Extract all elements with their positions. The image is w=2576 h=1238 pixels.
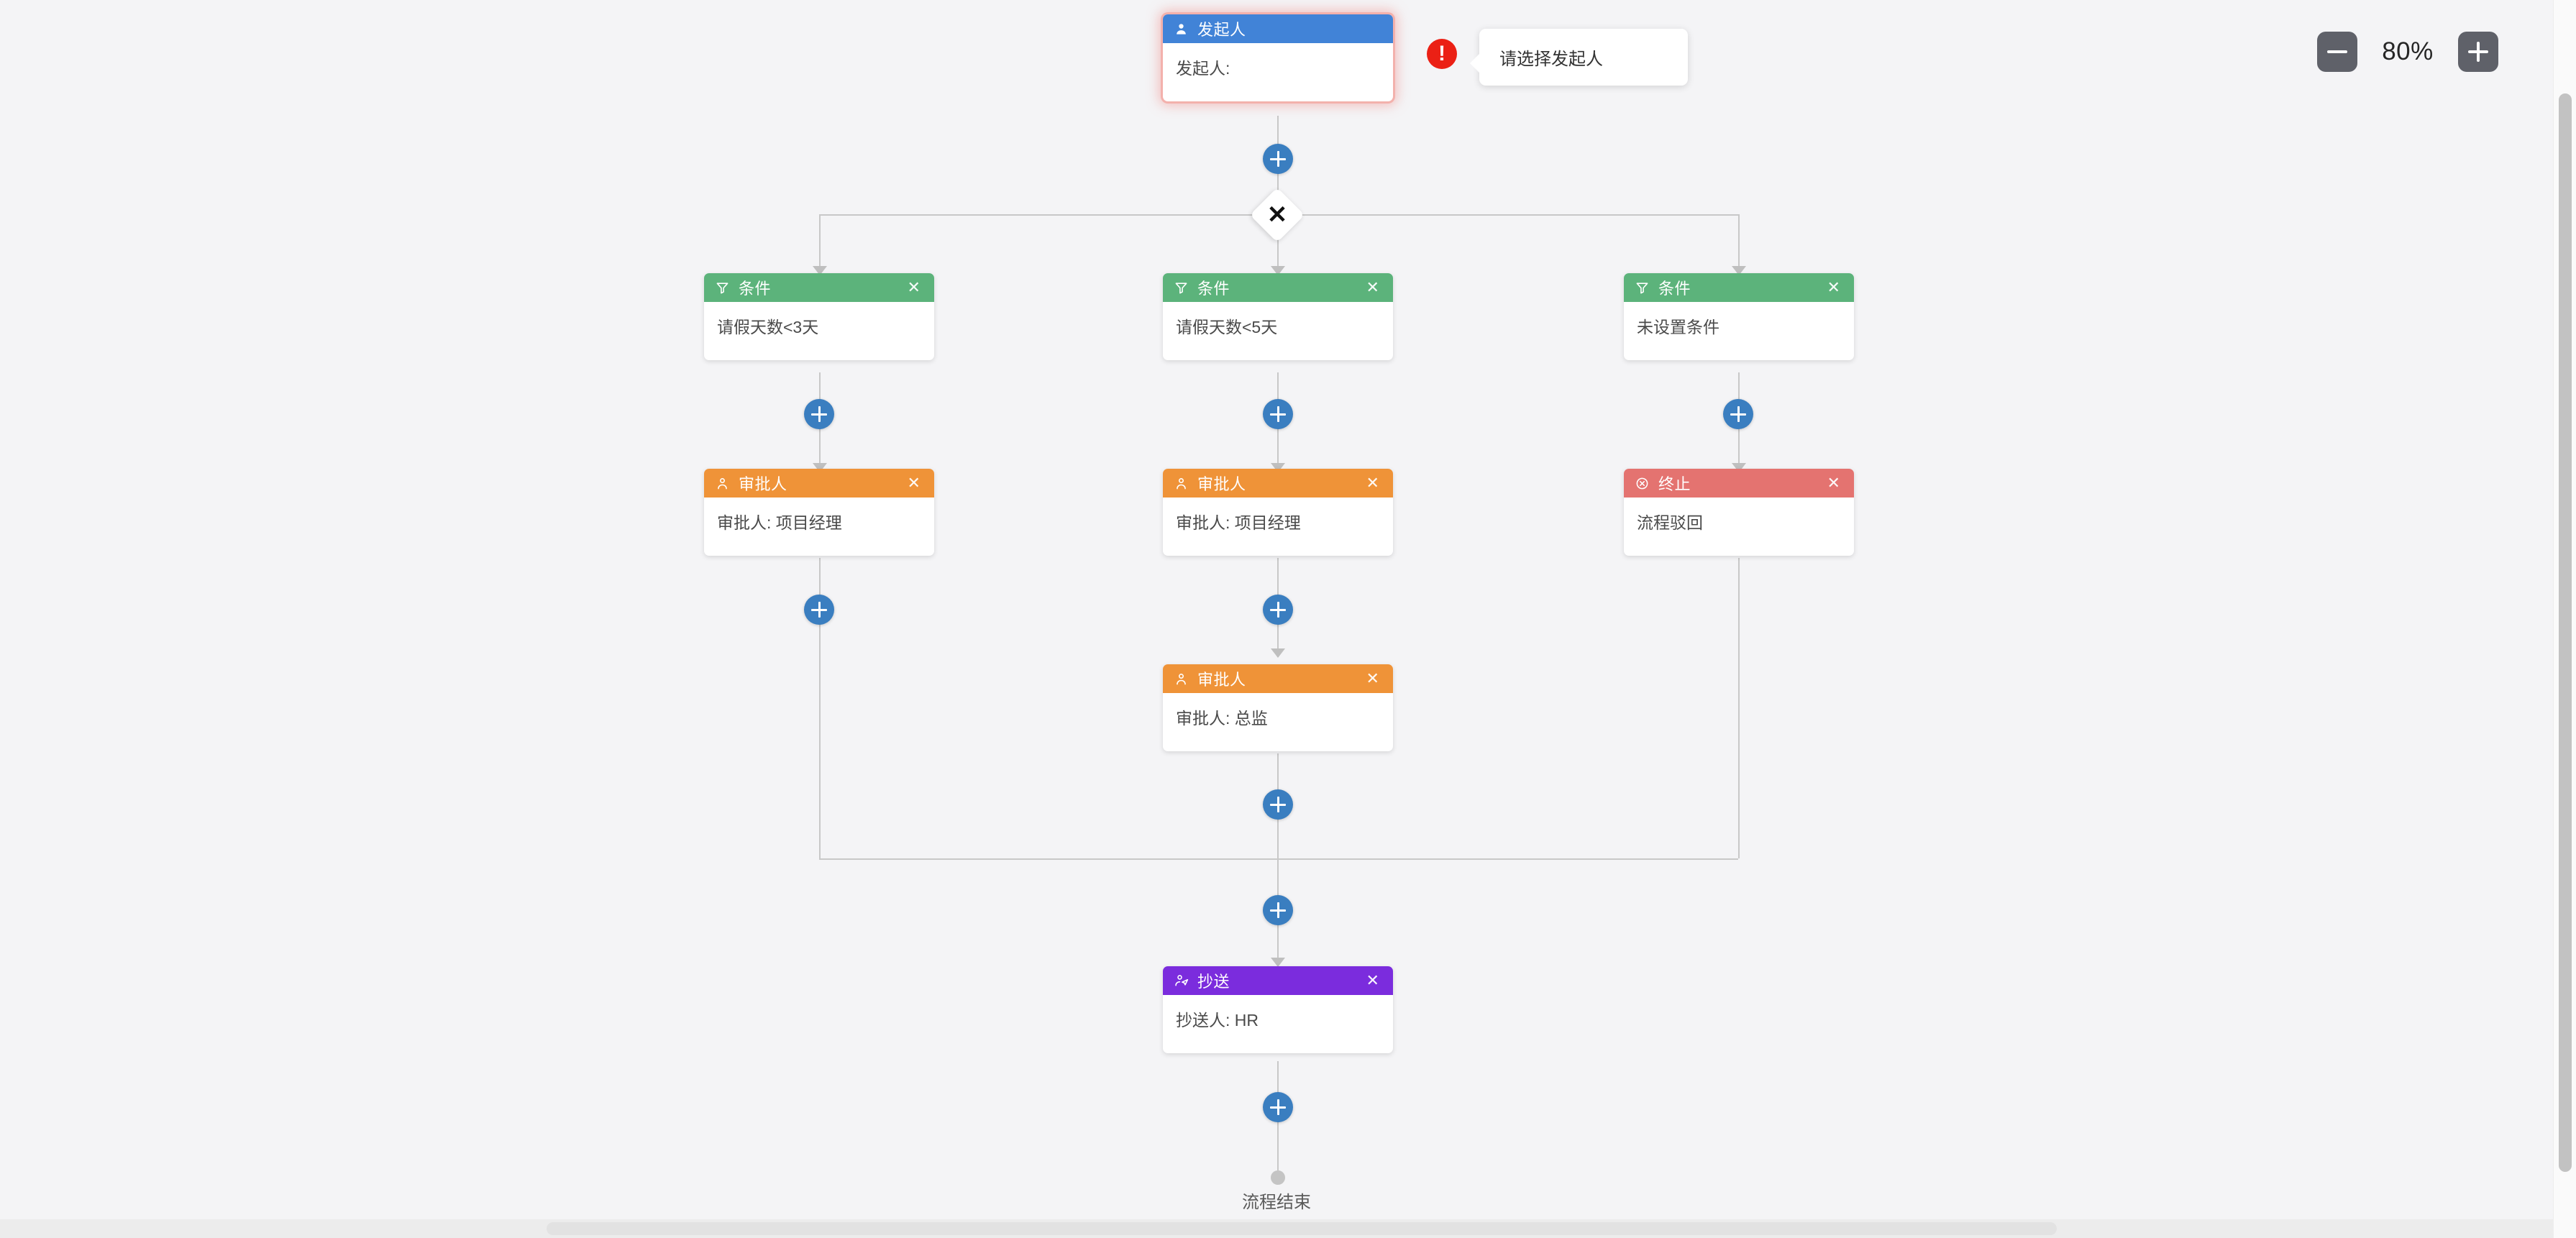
node-approver-1-body: 审批人: 项目经理: [717, 513, 842, 532]
node-condition-2-title: 条件: [1197, 280, 1230, 298]
zoom-level-label: 80%: [2382, 37, 2434, 65]
node-condition-3-header: 条件 ✕: [1624, 273, 1854, 302]
node-terminate-body: 流程驳回: [1637, 513, 1703, 532]
node-condition-3-close-icon[interactable]: ✕: [1827, 278, 1841, 296]
arrow-to-cc: [1271, 958, 1285, 967]
user-outline-icon: [716, 477, 731, 490]
node-condition-1-title: 条件: [739, 280, 772, 298]
node-cc-close-icon[interactable]: ✕: [1366, 971, 1380, 989]
connector-b3-terminate-to-merge: [1738, 558, 1740, 858]
user-send-icon: [1174, 973, 1190, 988]
add-node-branch2-after-approver2[interactable]: [1263, 789, 1293, 820]
zoom-toolbar: 80%: [2317, 32, 2498, 72]
circle-x-icon: [1635, 477, 1651, 490]
user-outline-icon: [1174, 672, 1190, 686]
connector-bus-leg-1: [819, 214, 821, 272]
node-cc-title: 抄送: [1197, 973, 1230, 991]
add-node-branch1-after-approver[interactable]: [804, 595, 834, 625]
node-condition-1[interactable]: 条件 ✕ 请假天数<3天: [704, 273, 934, 361]
filter-icon: [1635, 281, 1651, 295]
add-node-after-cc[interactable]: [1263, 1092, 1293, 1122]
node-terminate-close-icon[interactable]: ✕: [1827, 474, 1841, 492]
node-condition-3-title: 条件: [1658, 280, 1691, 298]
add-node-branch3-after-condition[interactable]: [1723, 399, 1753, 429]
node-initiator-title: 发起人: [1197, 21, 1246, 39]
node-condition-2-header: 条件 ✕: [1163, 273, 1393, 302]
add-node-branch1-after-condition[interactable]: [804, 399, 834, 429]
node-approver-3-header: 审批人 ✕: [1163, 664, 1393, 693]
node-approver-1-header: 审批人 ✕: [704, 469, 934, 498]
node-cc-header: 抄送 ✕: [1163, 966, 1393, 995]
node-initiator-header: 发起人: [1163, 14, 1393, 43]
connector-bus-leg-2: [1277, 214, 1279, 272]
arrow-to-condition-3: [1732, 266, 1746, 275]
filter-icon: [1174, 281, 1190, 295]
node-approver-3-close-icon[interactable]: ✕: [1366, 669, 1380, 687]
horizontal-scrollbar-thumb[interactable]: [547, 1222, 2057, 1235]
user-filled-icon: [1174, 22, 1190, 36]
node-terminate-header: 终止 ✕: [1624, 469, 1854, 498]
filter-icon: [716, 281, 731, 295]
node-condition-2-body: 请假天数<5天: [1176, 318, 1278, 336]
add-node-branch2-after-condition[interactable]: [1263, 399, 1293, 429]
vertical-scrollbar-track[interactable]: [2553, 0, 2576, 1238]
arrow-to-condition-2: [1271, 266, 1285, 275]
node-approver-1[interactable]: 审批人 ✕ 审批人: 项目经理: [704, 469, 934, 556]
connector-b1-approver-to-merge: [819, 558, 821, 858]
add-node-after-merge[interactable]: [1263, 895, 1293, 925]
node-condition-3-body: 未设置条件: [1637, 318, 1719, 336]
node-approver-3-body: 审批人: 总监: [1176, 709, 1268, 728]
add-node-after-initiator[interactable]: [1263, 144, 1293, 174]
node-approver-3-title: 审批人: [1197, 671, 1246, 689]
node-condition-1-header: 条件 ✕: [704, 273, 934, 302]
error-tooltip-text: 请选择发起人: [1499, 50, 1603, 69]
node-condition-3[interactable]: 条件 ✕ 未设置条件: [1624, 273, 1854, 361]
node-cc[interactable]: 抄送 ✕ 抄送人: HR: [1163, 966, 1393, 1054]
add-node-branch2-after-approver1[interactable]: [1263, 595, 1293, 625]
node-approver-1-close-icon[interactable]: ✕: [907, 474, 921, 492]
zoom-in-button[interactable]: [2458, 32, 2498, 72]
error-badge-icon: !: [1427, 39, 1457, 69]
node-terminate-title: 终止: [1658, 475, 1691, 493]
flow-end-dot: [1271, 1170, 1285, 1185]
node-approver-2-close-icon[interactable]: ✕: [1366, 474, 1380, 492]
error-tooltip: 请选择发起人: [1470, 29, 1688, 86]
node-initiator-body: 发起人:: [1176, 59, 1230, 78]
zoom-out-button[interactable]: [2317, 32, 2357, 72]
plus-icon-vertical: [2477, 42, 2480, 62]
node-approver-2-title: 审批人: [1197, 475, 1246, 493]
node-condition-2-close-icon[interactable]: ✕: [1366, 278, 1380, 296]
node-condition-1-close-icon[interactable]: ✕: [907, 278, 921, 296]
vertical-scrollbar-thumb[interactable]: [2559, 93, 2572, 1172]
arrow-b2-approver2: [1271, 648, 1285, 658]
node-approver-2-body: 审批人: 项目经理: [1176, 513, 1301, 532]
branch-gateway[interactable]: [1249, 187, 1305, 243]
node-initiator[interactable]: 发起人 发起人:: [1163, 14, 1393, 102]
node-approver-2-header: 审批人 ✕: [1163, 469, 1393, 498]
node-condition-2[interactable]: 条件 ✕ 请假天数<5天: [1163, 273, 1393, 361]
node-approver-3[interactable]: 审批人 ✕ 审批人: 总监: [1163, 664, 1393, 752]
node-terminate[interactable]: 终止 ✕ 流程驳回: [1624, 469, 1854, 556]
node-approver-1-title: 审批人: [739, 475, 787, 493]
horizontal-scrollbar-track[interactable]: [0, 1219, 2576, 1238]
user-outline-icon: [1174, 477, 1190, 490]
arrow-to-condition-1: [813, 266, 827, 275]
connector-bus-leg-3: [1738, 214, 1740, 272]
connector-merge-bus: [819, 858, 1738, 860]
node-cc-body: 抄送人: HR: [1176, 1011, 1259, 1030]
flow-end-label: 流程结束: [1242, 1193, 1311, 1212]
node-approver-2[interactable]: 审批人 ✕ 审批人: 项目经理: [1163, 469, 1393, 556]
minus-icon: [2327, 50, 2347, 53]
node-condition-1-body: 请假天数<3天: [717, 318, 819, 336]
